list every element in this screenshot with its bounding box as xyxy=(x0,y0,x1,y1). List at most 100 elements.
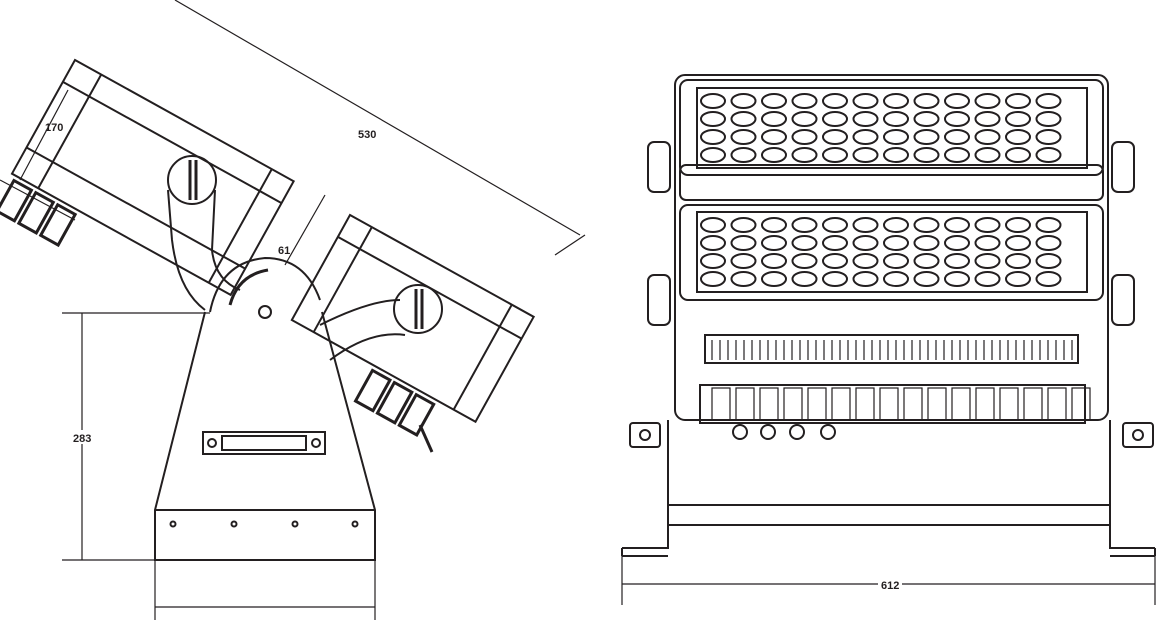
cable-gland xyxy=(418,424,434,453)
led xyxy=(700,271,726,287)
driver-cell xyxy=(831,387,851,421)
dim-base-height: 283 xyxy=(73,433,91,445)
led xyxy=(1035,147,1062,163)
led xyxy=(913,253,940,269)
led xyxy=(761,271,787,287)
driver-cell xyxy=(1047,387,1067,421)
led xyxy=(700,93,726,109)
led xyxy=(1005,217,1031,233)
led xyxy=(761,147,787,163)
driver-cell xyxy=(951,387,971,421)
led xyxy=(852,217,879,233)
led xyxy=(883,129,909,145)
led xyxy=(791,93,818,109)
led xyxy=(944,147,970,163)
upper-head xyxy=(0,58,296,297)
yoke-top xyxy=(209,256,321,313)
lower-handle-knob xyxy=(393,284,443,334)
side-knob-left-top xyxy=(647,141,671,193)
led xyxy=(791,217,818,233)
led xyxy=(761,253,787,269)
driver-cell xyxy=(1071,387,1091,421)
led xyxy=(974,271,1001,287)
led xyxy=(730,129,757,145)
side-knob-right-top xyxy=(1111,141,1135,193)
led xyxy=(883,235,909,251)
led xyxy=(822,147,848,163)
handle-plate xyxy=(202,431,326,455)
led xyxy=(791,271,818,287)
led xyxy=(1035,93,1062,109)
led xyxy=(944,217,970,233)
dimension-lines-side xyxy=(0,0,586,620)
led xyxy=(1035,111,1062,127)
led xyxy=(913,93,940,109)
led xyxy=(974,217,1001,233)
led xyxy=(1035,235,1062,251)
led xyxy=(700,111,726,127)
led xyxy=(730,111,757,127)
led xyxy=(974,129,1001,145)
cooling-fins xyxy=(704,334,1079,364)
led xyxy=(913,235,940,251)
led xyxy=(730,253,757,269)
led xyxy=(822,271,848,287)
led xyxy=(1035,253,1062,269)
led xyxy=(822,253,848,269)
led xyxy=(852,235,879,251)
dim-pivot-offset: 61 xyxy=(278,245,290,257)
front-view: 612 xyxy=(621,74,1156,605)
led xyxy=(974,147,1001,163)
led xyxy=(974,93,1001,109)
led xyxy=(852,111,879,127)
led xyxy=(852,93,879,109)
led xyxy=(883,217,909,233)
driver-cell xyxy=(711,387,731,421)
led xyxy=(791,235,818,251)
led xyxy=(944,253,970,269)
led xyxy=(913,271,940,287)
led xyxy=(852,129,879,145)
cable-glands xyxy=(732,424,836,440)
led xyxy=(913,147,940,163)
led xyxy=(761,93,787,109)
dim-total-width: 612 xyxy=(881,580,899,592)
driver-cell xyxy=(927,387,947,421)
led xyxy=(700,217,726,233)
driver-box xyxy=(699,384,1086,424)
led-array xyxy=(700,93,1062,287)
housing xyxy=(674,74,1109,421)
led xyxy=(1035,129,1062,145)
led xyxy=(700,147,726,163)
lower-arm xyxy=(319,299,406,361)
led xyxy=(913,129,940,145)
led xyxy=(822,217,848,233)
base-holes xyxy=(169,520,359,528)
led xyxy=(822,93,848,109)
led xyxy=(1005,93,1031,109)
driver-cell xyxy=(783,387,803,421)
led xyxy=(730,235,757,251)
driver-cell xyxy=(759,387,779,421)
led xyxy=(1005,253,1031,269)
lower-head xyxy=(290,213,536,437)
led-panel-lower xyxy=(696,211,1088,293)
led xyxy=(822,111,848,127)
led xyxy=(730,217,757,233)
led xyxy=(1035,217,1062,233)
led xyxy=(1005,271,1031,287)
driver-cell xyxy=(903,387,923,421)
led xyxy=(1035,271,1062,287)
side-knob-right-bottom xyxy=(1111,274,1135,326)
led xyxy=(883,271,909,287)
led xyxy=(1005,235,1031,251)
led xyxy=(1005,129,1031,145)
led xyxy=(913,217,940,233)
led xyxy=(791,147,818,163)
led xyxy=(974,253,1001,269)
led xyxy=(913,111,940,127)
led xyxy=(1005,147,1031,163)
led xyxy=(822,235,848,251)
led xyxy=(730,93,757,109)
